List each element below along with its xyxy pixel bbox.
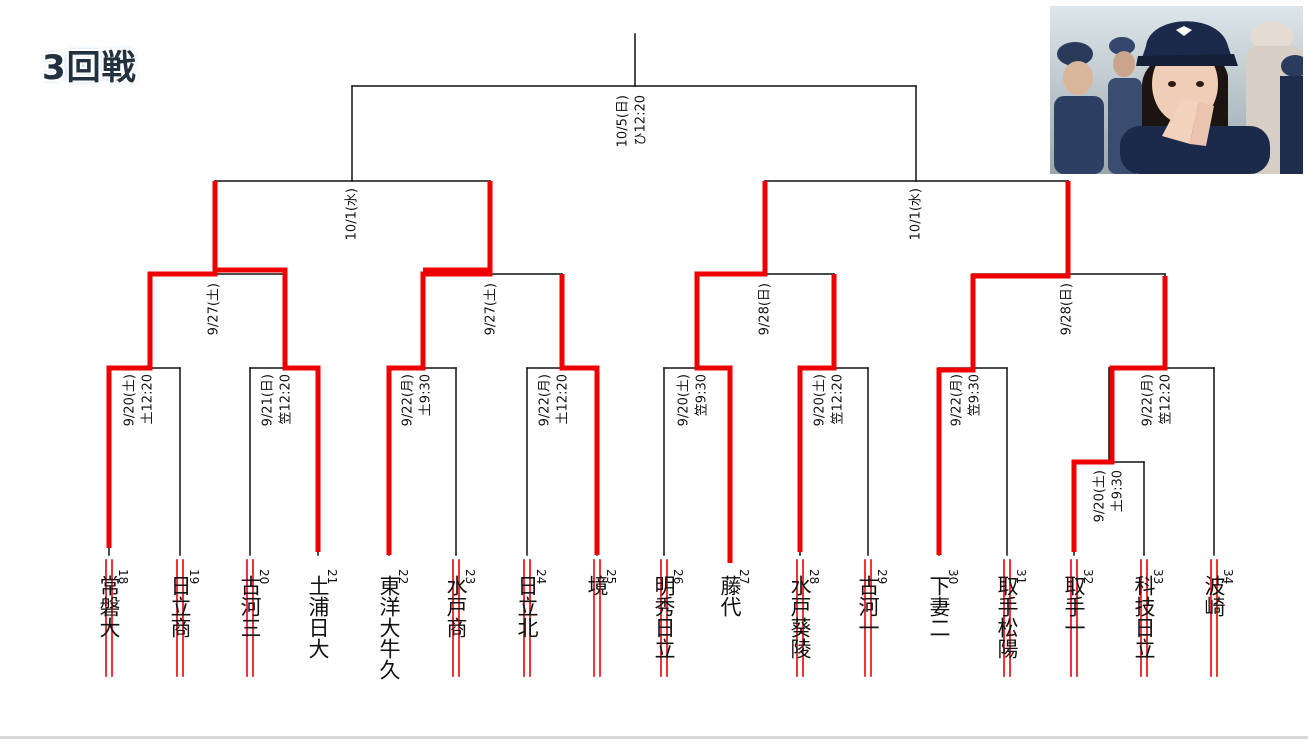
match-date: 9/22(月) <box>1141 374 1156 426</box>
team-number: 28 <box>807 569 821 584</box>
match-date: 9/28(日) <box>1060 283 1075 335</box>
match-date: 9/27(土) <box>207 283 222 335</box>
match-date: 10/1(水) <box>345 188 360 240</box>
winner-path <box>1071 276 1168 552</box>
winner-path <box>106 181 218 548</box>
team-name: 取手松陽 <box>995 575 1019 659</box>
team-number: 18 <box>116 569 130 584</box>
match-venue-time: 笠12:20 <box>279 374 294 424</box>
crowd-right <box>1246 22 1303 174</box>
match-date: 9/20(土) <box>123 374 138 426</box>
winner-path <box>212 181 321 552</box>
team-name: 水戸葵陵 <box>788 575 812 659</box>
match-date: 9/28(日) <box>758 283 773 335</box>
winner-path <box>797 274 837 552</box>
match-date: 9/22(月) <box>950 374 965 426</box>
team-number: 23 <box>463 569 477 584</box>
match-venue-time: 土12:20 <box>556 374 571 424</box>
match-date: 9/22(月) <box>538 374 553 426</box>
team-name: 常磐大 <box>97 575 121 638</box>
team-number: 21 <box>325 569 339 584</box>
team-name: 日立北 <box>515 575 539 638</box>
bottom-divider <box>0 736 1308 739</box>
team-number: 32 <box>1081 569 1095 584</box>
winner-path <box>559 274 600 555</box>
winner-path <box>694 181 768 563</box>
team-name: 藤代 <box>718 575 742 617</box>
page-title: 3回戦 <box>42 48 137 88</box>
match-venue-time: 土12:20 <box>141 374 156 424</box>
team-number: 24 <box>534 569 548 584</box>
cheering-girl <box>1120 21 1270 174</box>
match-date: 9/20(土) <box>1093 470 1108 522</box>
team-name: 土浦日大 <box>306 575 330 659</box>
match-date: 9/20(土) <box>677 374 692 426</box>
match-venue-time: 笠9:30 <box>695 374 710 416</box>
team-number: 34 <box>1221 569 1235 584</box>
match-date: 10/1(水) <box>909 188 924 240</box>
team-name: 古河一 <box>856 575 880 638</box>
cheering-fan-photo <box>1050 6 1303 174</box>
team-name: 取手一 <box>1062 575 1086 638</box>
match-venue-time: 土9:30 <box>419 374 434 416</box>
team-name: 明秀日立 <box>652 575 676 659</box>
match-date: 9/20(土) <box>813 374 828 426</box>
match-venue-time: 笠12:20 <box>1159 374 1174 424</box>
team-name: 水戸商 <box>444 575 468 638</box>
team-number: 26 <box>671 569 685 584</box>
team-number: 33 <box>1151 569 1165 584</box>
team-number: 22 <box>396 569 410 584</box>
crowd-left <box>1054 37 1142 174</box>
team-name: 東洋大牛久 <box>377 575 401 680</box>
team-name: 下妻二 <box>927 575 951 638</box>
match-venue-time: 笠12:20 <box>831 374 846 424</box>
winner-path <box>386 181 493 555</box>
team-number: 19 <box>187 569 201 584</box>
team-number: 31 <box>1014 569 1028 584</box>
match-date: 9/22(月) <box>401 374 416 426</box>
match-venue-time: 土9:30 <box>1111 470 1126 512</box>
match-date: 9/21(日) <box>261 374 276 426</box>
team-number: 29 <box>875 569 889 584</box>
team-name: 日立商 <box>168 575 192 638</box>
team-name: 境 <box>585 575 609 596</box>
team-number: 30 <box>946 569 960 584</box>
winner-path <box>936 181 1071 555</box>
team-name: 科技日立 <box>1132 575 1156 659</box>
team-number: 27 <box>737 569 751 584</box>
team-number: 20 <box>257 569 271 584</box>
match-venue-time: ひ12:20 <box>634 95 649 145</box>
match-date: 9/27(土) <box>484 283 499 335</box>
match-date: 10/5(日) <box>616 95 631 147</box>
match-venue-time: 笠9:30 <box>968 374 983 416</box>
team-name: 古河三 <box>238 575 262 638</box>
team-name: 波崎 <box>1202 575 1226 617</box>
team-number: 25 <box>604 569 618 584</box>
